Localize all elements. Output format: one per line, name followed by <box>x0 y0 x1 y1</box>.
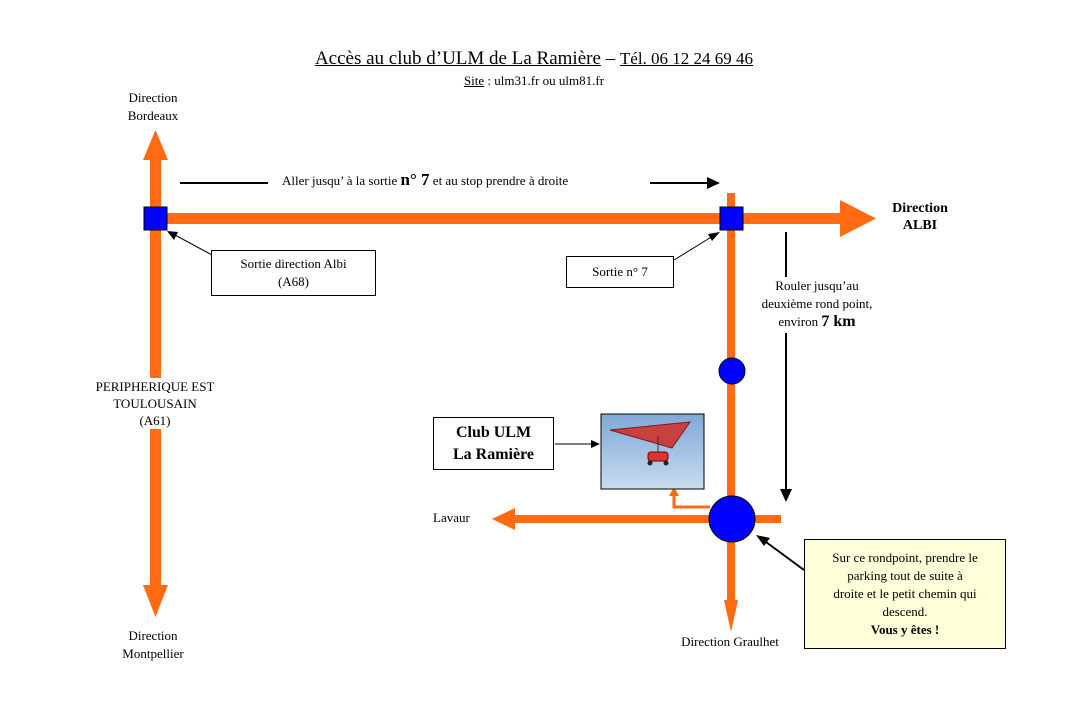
aller-arrow <box>180 177 720 189</box>
label-lavaur: Lavaur <box>433 510 470 525</box>
instruction-rouler: Rouler jusqu’au deuxième rond point, env… <box>742 277 892 331</box>
note-arrival: Vous y êtes ! <box>870 622 940 637</box>
label-montpellier-line2: Montpellier <box>122 646 184 661</box>
instruction-aller-part1: Aller jusqu’ à la sortie <box>282 173 401 188</box>
instruction-rouler-line2: deuxième rond point, <box>761 296 873 311</box>
callout-rondpoint-note: Sur ce rondpoint, prendre le parking tou… <box>804 539 1006 649</box>
label-montpellier-line1: Direction <box>128 628 178 643</box>
callout-sortie-7-text: Sortie n° 7 <box>592 264 648 279</box>
note-line1: Sur ce rondpoint, prendre le <box>832 550 978 565</box>
microlight-photo <box>600 413 705 490</box>
label-bordeaux-line1: Direction <box>128 90 178 105</box>
label-albi-line1: Direction <box>892 201 948 216</box>
page-title: Accès au club d’ULM de La Ramière – Tél.… <box>0 48 1068 70</box>
note-line2: parking tout de suite à <box>847 568 963 583</box>
peripherique-road <box>143 130 168 617</box>
callout-club-line1: Club ULM <box>455 423 532 441</box>
label-peripherique: PERIPHERIQUE EST TOULOUSAIN (A61) <box>70 378 240 429</box>
page-subtitle: Site : ulm31.fr ou ulm81.fr <box>0 73 1068 89</box>
road-to-lavaur <box>492 508 781 530</box>
subtitle-sites: : ulm31.fr ou ulm81.fr <box>484 73 605 88</box>
roundabout-first <box>718 357 746 385</box>
callout-sortie-albi: Sortie direction Albi (A68) <box>211 250 376 296</box>
callout-sortie-albi-line2: (A68) <box>277 274 310 289</box>
exit-7-marker <box>719 206 744 231</box>
callout-sortie-7: Sortie n° 7 <box>566 256 674 288</box>
instruction-rouler-line1: Rouler jusqu’au <box>775 278 859 293</box>
callout-pointers <box>167 231 805 571</box>
label-periph-line2: TOULOUSAIN <box>113 396 197 411</box>
note-line3: droite et le petit chemin qui <box>833 586 977 601</box>
label-direction-montpellier: Direction Montpellier <box>95 627 211 663</box>
callout-club-line2: La Ramière <box>452 445 534 463</box>
label-direction-albi: Direction ALBI <box>870 200 970 234</box>
title-phone: Tél. 06 12 24 69 46 <box>619 49 754 68</box>
roundabout-second <box>708 495 756 543</box>
exit-albi-marker <box>143 206 168 231</box>
label-periph-line1: PERIPHERIQUE EST <box>95 379 215 394</box>
label-albi-line2: ALBI <box>902 218 938 233</box>
path-to-club <box>669 487 710 509</box>
callout-club-ulm: Club ULM La Ramière <box>433 417 554 470</box>
label-direction-bordeaux: Direction Bordeaux <box>100 89 206 125</box>
instruction-aller-exit-number: n° 7 <box>400 170 430 189</box>
rouler-arrow <box>780 232 792 502</box>
callout-sortie-albi-line1: Sortie direction Albi <box>240 256 347 271</box>
label-bordeaux-line2: Bordeaux <box>127 108 179 123</box>
instruction-aller-part2: et au stop prendre à droite <box>429 173 569 188</box>
subtitle-site-word: Site <box>463 73 485 88</box>
title-main: Accès au club d’ULM de La Ramière <box>314 48 601 69</box>
road-to-albi <box>156 200 876 237</box>
instruction-rouler-line3: environ <box>778 314 822 329</box>
note-line4: descend. <box>882 604 928 619</box>
label-periph-line3: (A61) <box>139 413 171 428</box>
road-to-graulhet <box>724 193 738 632</box>
title-dash: – <box>600 48 620 69</box>
instruction-aller: Aller jusqu’ à la sortie n° 7 et au stop… <box>282 171 568 190</box>
label-direction-graulhet: Direction Graulhet <box>681 634 779 649</box>
instruction-rouler-distance: 7 km <box>821 313 856 330</box>
